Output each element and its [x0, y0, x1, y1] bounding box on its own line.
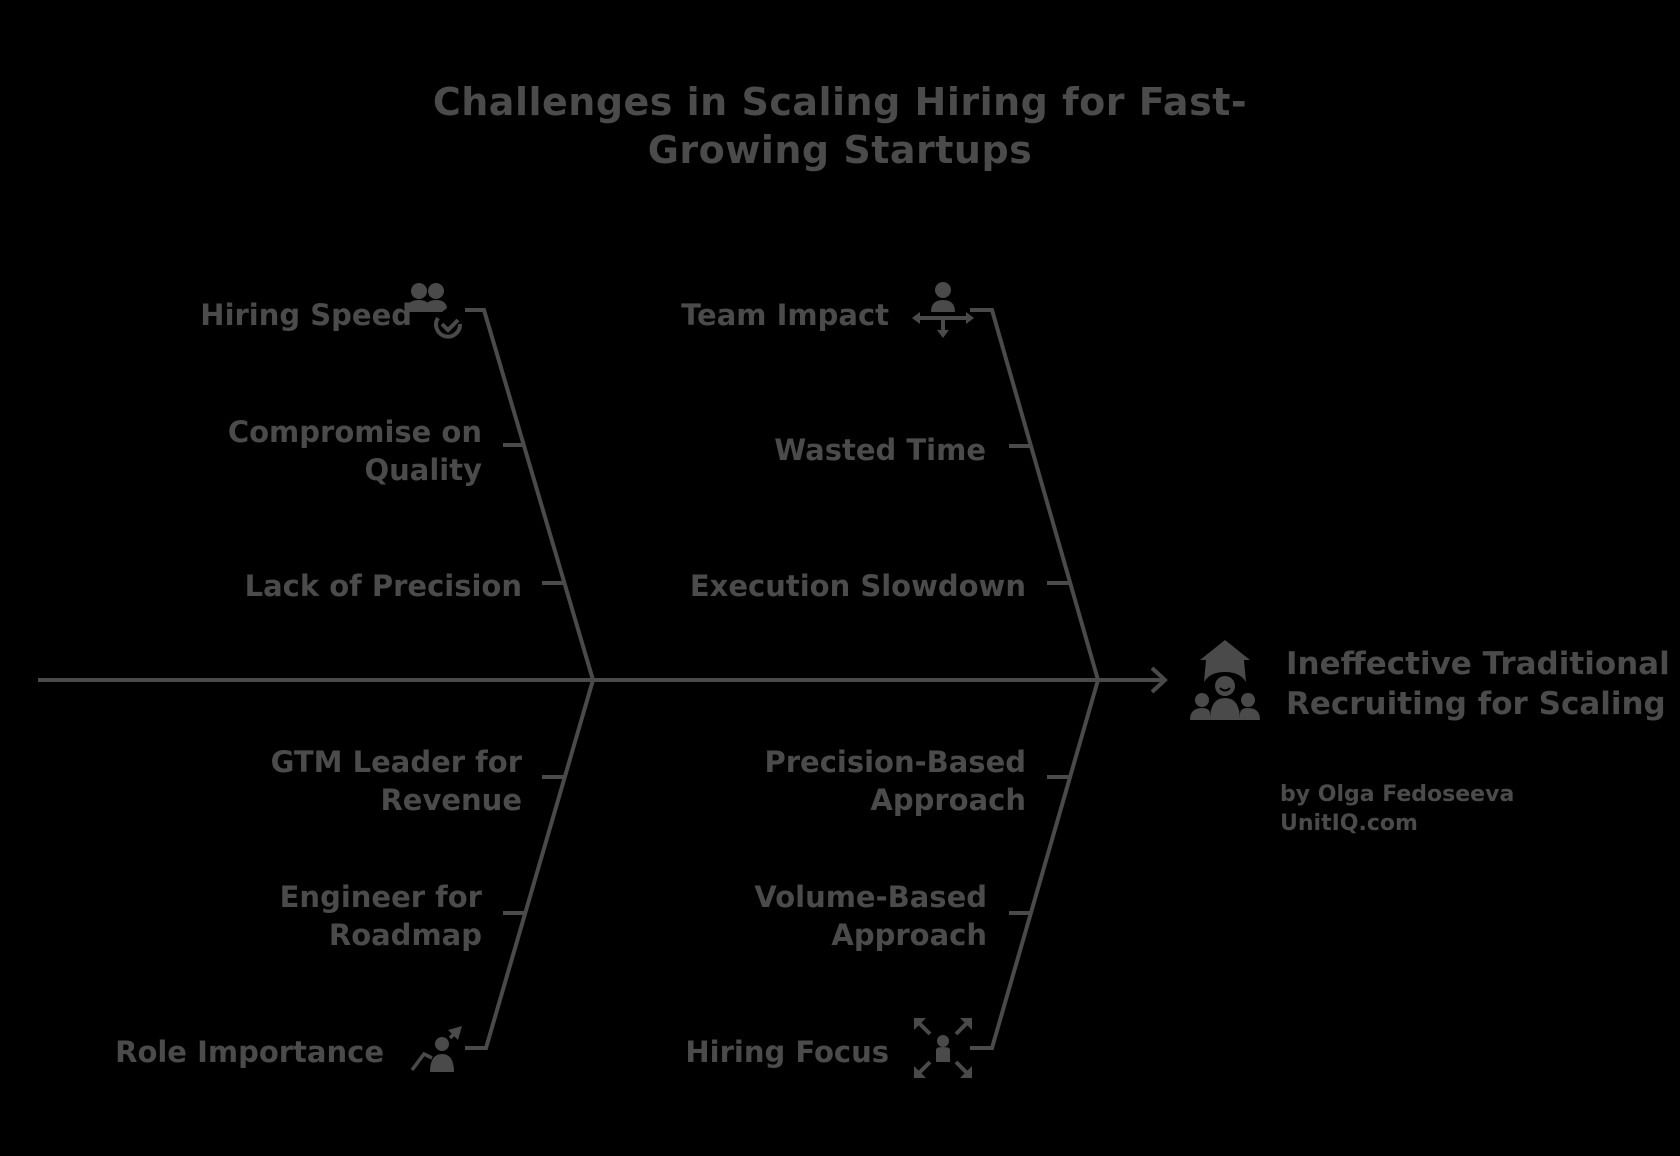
cause-precision-based-approach: Precision-Based Approach — [764, 745, 1026, 817]
team-check-icon — [406, 283, 462, 339]
cause-gtm-leader-revenue: GTM Leader for Revenue — [270, 745, 522, 817]
cause-execution-slowdown: Execution Slowdown — [689, 569, 1026, 603]
bone-top-left — [465, 308, 595, 681]
category-role-importance: Role Importance — [115, 1035, 384, 1069]
cause-compromise-quality: Compromise on Quality — [227, 415, 482, 487]
author-site: UnitIQ.com — [1280, 811, 1418, 836]
person-arrows-icon — [912, 282, 974, 338]
person-growth-icon — [410, 1026, 462, 1072]
bone-bottom-left — [465, 679, 595, 1050]
diagram-title: Challenges in Scaling Hiring for Fast- G… — [0, 78, 1680, 174]
focus-person-icon — [914, 1018, 972, 1078]
category-hiring-speed: Hiring Speed — [200, 298, 412, 332]
spine-arrowhead — [1150, 666, 1168, 694]
cause-engineer-roadmap: Engineer for Roadmap — [279, 880, 482, 952]
cause-lack-of-precision: Lack of Precision — [244, 569, 522, 603]
cause-volume-based-approach: Volume-Based Approach — [754, 880, 987, 952]
bone-bottom-right — [970, 679, 1100, 1050]
title-line-2: Growing Startups — [647, 128, 1033, 172]
author-name: by Olga Fedoseeva — [1280, 782, 1515, 807]
bone-top-right — [970, 308, 1100, 681]
author-credit: by Olga Fedoseeva UnitIQ.com — [1280, 780, 1514, 838]
title-line-1: Challenges in Scaling Hiring for Fast- — [432, 80, 1248, 124]
team-growth-icon — [1190, 640, 1260, 720]
effect-label: Ineffective Traditional Recruiting for S… — [1286, 646, 1670, 722]
category-hiring-focus: Hiring Focus — [685, 1035, 889, 1069]
category-team-impact: Team Impact — [681, 298, 889, 332]
cause-wasted-time: Wasted Time — [774, 433, 986, 467]
